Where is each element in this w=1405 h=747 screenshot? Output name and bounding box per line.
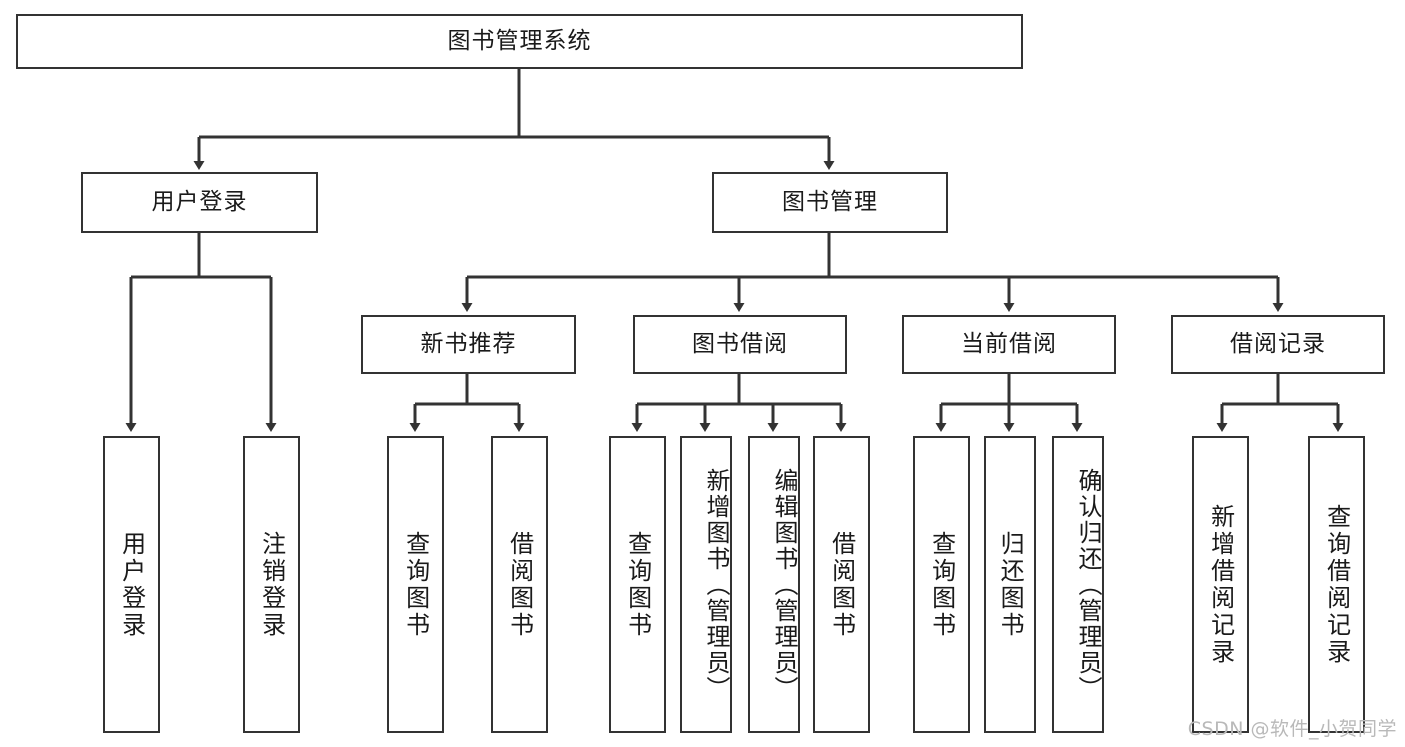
node-root[interactable]: 图书管理系统 <box>16 14 1023 69</box>
node-borrow-record-label: 借阅记录 <box>1230 330 1326 357</box>
node-book-borrow[interactable]: 图书借阅 <box>633 315 847 374</box>
leaf-query-book-1-label: 查询图书 <box>401 530 430 639</box>
leaf-return-book[interactable]: 归还图书 <box>984 436 1036 733</box>
leaf-user-login-label: 用户登录 <box>117 530 146 639</box>
node-user-login-label: 用户登录 <box>151 188 248 215</box>
leaf-logout-label: 注销登录 <box>257 530 286 639</box>
leaf-edit-book-label: 编辑图书（管理员） <box>770 467 798 702</box>
leaf-query-book-1[interactable]: 查询图书 <box>387 436 444 733</box>
node-user-login[interactable]: 用户登录 <box>81 172 318 233</box>
node-borrow-record[interactable]: 借阅记录 <box>1171 315 1385 374</box>
leaf-query-book-3-label: 查询图书 <box>927 530 956 639</box>
leaf-borrow-book-2-label: 借阅图书 <box>827 530 856 639</box>
node-book-manage-label: 图书管理 <box>782 188 878 215</box>
leaf-query-book-2-label: 查询图书 <box>623 530 652 639</box>
leaf-borrow-book-1[interactable]: 借阅图书 <box>491 436 548 733</box>
leaf-borrow-book-2[interactable]: 借阅图书 <box>813 436 870 733</box>
leaf-confirm-return-label: 确认归还（管理员） <box>1074 467 1102 702</box>
leaf-query-book-3[interactable]: 查询图书 <box>913 436 970 733</box>
leaf-add-book-label: 新增图书（管理员） <box>702 467 730 702</box>
leaf-confirm-return[interactable]: 确认归还（管理员） <box>1052 436 1104 733</box>
leaf-query-book-2[interactable]: 查询图书 <box>609 436 666 733</box>
csdn-watermark: CSDN @软件_小贺同学 <box>1187 718 1397 740</box>
leaf-borrow-book-1-label: 借阅图书 <box>505 530 534 639</box>
node-book-borrow-label: 图书借阅 <box>692 330 788 357</box>
node-current-borrow-label: 当前借阅 <box>961 330 1057 357</box>
leaf-return-book-label: 归还图书 <box>996 530 1025 639</box>
node-new-book-rec[interactable]: 新书推荐 <box>361 315 576 374</box>
node-root-label: 图书管理系统 <box>447 27 592 54</box>
leaf-add-book[interactable]: 新增图书（管理员） <box>680 436 732 733</box>
leaf-query-record-label: 查询借阅记录 <box>1322 503 1351 666</box>
node-new-book-rec-label: 新书推荐 <box>420 330 517 357</box>
node-book-manage[interactable]: 图书管理 <box>712 172 948 233</box>
node-current-borrow[interactable]: 当前借阅 <box>902 315 1116 374</box>
leaf-add-record-label: 新增借阅记录 <box>1206 503 1235 666</box>
leaf-edit-book[interactable]: 编辑图书（管理员） <box>748 436 800 733</box>
leaf-query-record[interactable]: 查询借阅记录 <box>1308 436 1365 733</box>
leaf-logout[interactable]: 注销登录 <box>243 436 300 733</box>
leaf-user-login[interactable]: 用户登录 <box>103 436 160 733</box>
leaf-add-record[interactable]: 新增借阅记录 <box>1192 436 1249 733</box>
